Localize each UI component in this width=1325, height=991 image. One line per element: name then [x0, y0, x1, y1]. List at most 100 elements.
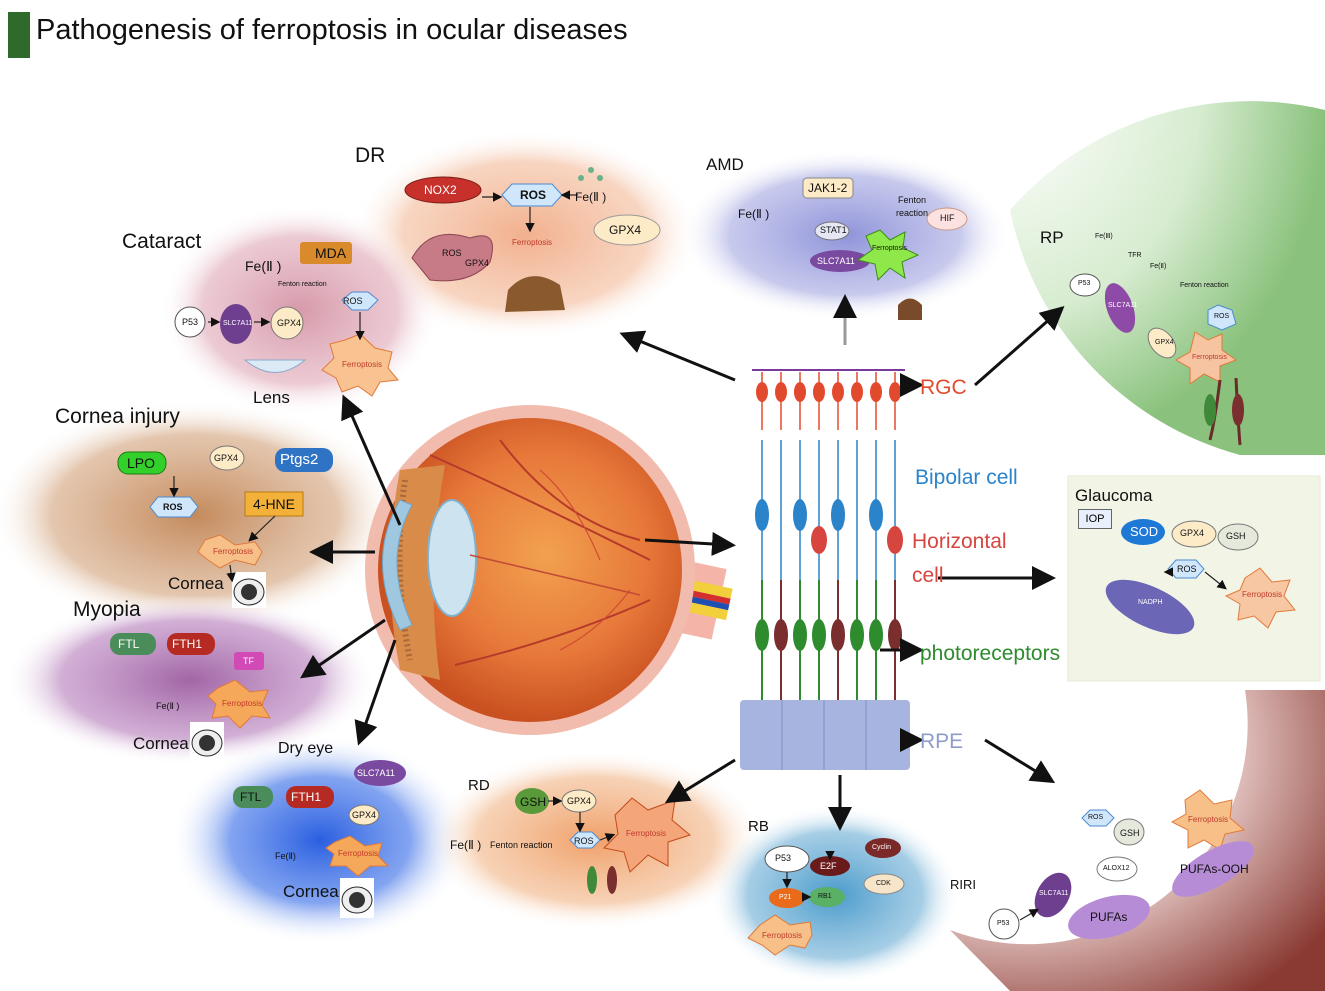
- rp-fe2: Fe(Ⅱ): [1150, 263, 1167, 270]
- cornea-injury-cornea: Cornea: [168, 574, 224, 593]
- rp-fe3: Fe(Ⅲ): [1095, 233, 1113, 240]
- rp-fenton: Fenton reaction: [1180, 282, 1229, 289]
- myopia-tf: TF: [243, 656, 254, 666]
- dry-eye-ferroptosis: Ferroptosis: [338, 849, 379, 858]
- cornea-injury-label: Cornea injury: [55, 405, 180, 428]
- amd-ferroptosis: Ferroptosis: [872, 245, 908, 252]
- photoreceptors-label: photoreceptors: [920, 642, 1061, 665]
- myopia-ftl: FTL: [118, 637, 140, 651]
- rd-fe: Fe(Ⅱ ): [450, 838, 482, 852]
- riri-p53: P53: [997, 920, 1010, 927]
- bipolar-cell-label: Bipolar cell: [915, 466, 1018, 489]
- dry-eye-label: Dry eye: [278, 740, 334, 757]
- dry-eye-cornea: Cornea: [283, 882, 339, 901]
- rd-label: RD: [468, 777, 490, 794]
- glaucoma-ferroptosis: Ferroptosis: [1242, 590, 1283, 599]
- rp-tfr: TFR: [1128, 252, 1142, 259]
- rb-label: RB: [748, 818, 769, 835]
- amd-fenton-1: Fenton: [898, 195, 927, 205]
- dry-eye-ftl: FTL: [240, 790, 262, 804]
- cataract-lens: Lens: [253, 388, 290, 407]
- rp-label: RP: [1040, 228, 1064, 247]
- cataract-fenton: Fenton reaction: [278, 281, 327, 288]
- cataract-p53: P53: [182, 317, 199, 327]
- amd-slc: SLC7A11: [817, 256, 855, 266]
- cornea-injury-ptgs2: Ptgs2: [280, 451, 319, 468]
- dr-nox2: NOX2: [424, 183, 457, 197]
- dry-eye-fe: Fe(Ⅱ): [275, 851, 296, 861]
- riri-pufas-ooh: PUFAs-OOH: [1180, 862, 1249, 876]
- rb-p53: P53: [775, 853, 792, 863]
- rp-ros: ROS: [1214, 313, 1230, 320]
- diagram-title: Pathogenesis of ferroptosis in ocular di…: [36, 14, 628, 46]
- cataract-ros: ROS: [343, 296, 363, 306]
- myopia-fth1: FTH1: [172, 637, 202, 651]
- rd-gsh: GSH: [520, 795, 547, 809]
- riri-pufas: PUFAs: [1090, 910, 1128, 924]
- amd-jak: JAK1-2: [808, 181, 848, 195]
- cornea-injury-4hne: 4-HNE: [253, 496, 296, 512]
- cataract-fe: Fe(Ⅱ ): [245, 258, 282, 274]
- dry-eye-fth1: FTH1: [291, 790, 321, 804]
- riri-alox12: ALOX12: [1103, 865, 1130, 872]
- horizontal-cell-label-line2: cell: [912, 564, 944, 587]
- glaucoma-sod: SOD: [1130, 524, 1159, 539]
- amd-label: AMD: [706, 155, 744, 174]
- rd-ferroptosis: Ferroptosis: [626, 829, 667, 838]
- glaucoma-iop: IOP: [1078, 509, 1112, 529]
- dr-ferroptosis: Ferroptosis: [512, 238, 553, 247]
- dr-gpx4-small: GPX4: [465, 258, 490, 268]
- riri-label: RIRI: [950, 877, 976, 892]
- dr-fe: Fe(Ⅱ ): [575, 190, 607, 204]
- amd-hif: HIF: [940, 213, 955, 223]
- rp-ferroptosis: Ferroptosis: [1192, 354, 1228, 361]
- dry-eye-gpx4: GPX4: [352, 810, 377, 820]
- title-accent-bar: [8, 12, 30, 58]
- riri-slc: SLC7A11: [1039, 890, 1069, 897]
- dr-ros: ROS: [520, 188, 547, 202]
- myopia-ferroptosis: Ferroptosis: [222, 699, 263, 708]
- cataract-ferroptosis: Ferroptosis: [342, 360, 383, 369]
- rb-cdk: CDK: [876, 880, 891, 887]
- amd-fenton-2: reaction: [896, 208, 929, 218]
- rp-slc: SLC7A11: [1108, 302, 1138, 309]
- rgc-label: RGC: [920, 376, 967, 399]
- rp-p53: P53: [1078, 280, 1091, 287]
- cataract-gpx4: GPX4: [277, 318, 302, 328]
- riri-ferroptosis: Ferroptosis: [1188, 815, 1229, 824]
- horizontal-cell-label-line1: Horizontal: [912, 530, 1007, 553]
- amd-fe: Fe(Ⅱ ): [738, 207, 770, 221]
- rd-ros: ROS: [574, 836, 594, 846]
- riri-gsh: GSH: [1120, 828, 1140, 838]
- dr-gpx4: GPX4: [609, 223, 642, 237]
- cataract-mda: MDA: [315, 245, 347, 261]
- myopia-fe: Fe(Ⅱ ): [156, 701, 180, 711]
- rb-e2f: E2F: [820, 861, 837, 871]
- glaucoma-gsh: GSH: [1226, 531, 1246, 541]
- cataract-slc: SLC7A11: [223, 320, 253, 327]
- rpe-label: RPE: [920, 730, 964, 753]
- rd-gpx4: GPX4: [567, 796, 592, 806]
- dr-label: DR: [355, 144, 386, 167]
- cornea-injury-ros: ROS: [163, 502, 183, 512]
- glaucoma-label: Glaucoma: [1075, 486, 1153, 505]
- rb-rb1: RB1: [818, 893, 832, 900]
- rp-gpx4: GPX4: [1155, 339, 1174, 346]
- rb-p21: P21: [779, 894, 792, 901]
- cornea-injury-gpx4: GPX4: [214, 453, 239, 463]
- glaucoma-gpx4: GPX4: [1180, 528, 1205, 538]
- myopia-label: Myopia: [73, 598, 141, 621]
- rd-fenton: Fenton reaction: [490, 840, 553, 850]
- glaucoma-nadph: NADPH: [1138, 599, 1163, 606]
- cornea-injury-ferroptosis: Ferroptosis: [213, 547, 254, 556]
- rb-ferroptosis: Ferroptosis: [762, 931, 803, 940]
- cornea-injury-lpo: LPO: [127, 455, 156, 471]
- riri-ros: ROS: [1088, 814, 1104, 821]
- dr-ros-small: ROS: [442, 248, 462, 258]
- glaucoma-ros: ROS: [1177, 564, 1197, 574]
- rb-cyclin: Cyclin: [872, 844, 892, 851]
- myopia-cornea: Cornea: [133, 734, 189, 753]
- dry-eye-slc: SLC7A11: [357, 768, 395, 778]
